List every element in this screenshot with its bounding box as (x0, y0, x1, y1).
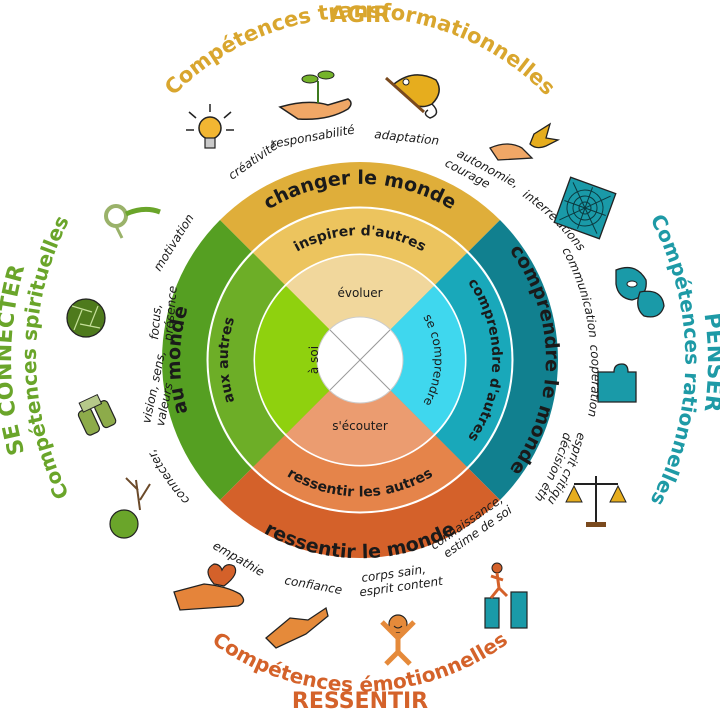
scales-icon (565, 476, 627, 527)
skill-confiance: confiance (283, 573, 343, 597)
label-a-soi: à soi (307, 346, 321, 374)
lightbulb-icon (186, 104, 234, 149)
puzzle-icon (597, 363, 637, 403)
label-evoluer: évoluer (337, 286, 382, 300)
camera-shutter-icon (66, 298, 106, 338)
skill-connecter: connecter, (144, 447, 192, 507)
skill-responsabilite: responsabilité (270, 123, 356, 151)
heading-ressentir-sub: Compétences émotionnelles (208, 627, 511, 697)
heading-connecter-sub: Compétences spirituelles (17, 212, 74, 504)
happy-person-icon (380, 614, 416, 666)
quadrant-connecter-inner (255, 286, 360, 434)
heading-penser: PENSER (699, 312, 720, 414)
speech-heads-icon (615, 266, 665, 318)
heading-penser-sub: Compétences rationnelles (646, 210, 705, 510)
spider-web-icon (553, 176, 617, 240)
heading-ressentir: RESSENTIR (292, 689, 428, 714)
skill-communication: communication (559, 245, 600, 339)
label-s-ecouter: s'écouter (332, 419, 388, 433)
tree-icon (109, 477, 151, 539)
skill-focus: focus,présence (147, 284, 180, 342)
lasso-icon (104, 204, 161, 239)
quadrant-ressentir-inner (286, 360, 434, 465)
person-climbing-icon (484, 562, 528, 629)
skill-corps-sain: corps sain,esprit content (357, 560, 445, 600)
heading-agir-sub: Compétences transformationnelles (160, 0, 560, 100)
quadrant-penser-inner (360, 286, 465, 434)
quadrant-agir-inner (286, 255, 434, 360)
binoculars-icon (77, 393, 117, 436)
hand-with-heart-icon (173, 563, 245, 611)
hand-releasing-bird-icon (489, 122, 561, 161)
skill-adaptation: adaptation (374, 127, 440, 148)
handshake-icon (265, 606, 329, 649)
chameleon-icon (384, 74, 440, 119)
hand-with-sprout-icon (278, 70, 352, 121)
heading-agir: AGIR (330, 3, 390, 28)
wheel (162, 162, 558, 558)
label-aux-autres: aux autres (216, 315, 238, 405)
